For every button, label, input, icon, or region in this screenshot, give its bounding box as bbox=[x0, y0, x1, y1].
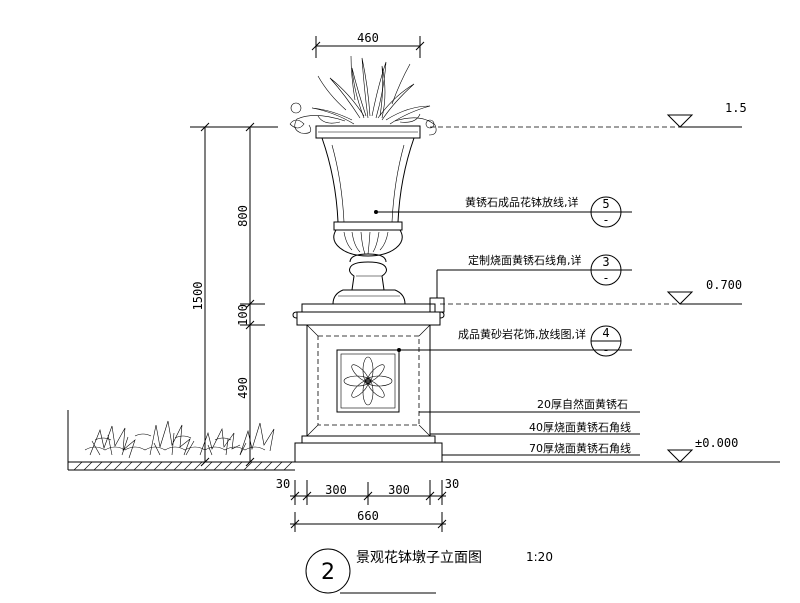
material-1-label: 20厚自然面黄锈石 bbox=[537, 397, 628, 411]
dim-margin-left-label: 30 bbox=[276, 477, 290, 491]
callout-3-num: 4 bbox=[602, 326, 609, 340]
dim-vase-label: 800 bbox=[236, 205, 250, 227]
elevation-marks: 1.5 0.700 ±0.000 bbox=[430, 101, 747, 463]
dim-panel-left-label: 300 bbox=[325, 483, 347, 497]
callout-2-num: 3 bbox=[602, 255, 609, 269]
callout-2: 定制烧面黄锈石线角,详 3 - bbox=[429, 253, 632, 313]
shrubs bbox=[84, 420, 275, 459]
elevation-top-label: 1.5 bbox=[725, 101, 747, 115]
title-text: 景观花钵墩子立面图 bbox=[356, 550, 482, 566]
vase bbox=[315, 125, 421, 305]
callout-1-text: 黄锈石成品花钵放线,详 bbox=[465, 195, 579, 209]
callout-3: 成品黄砂岩花饰,放线图,详 4 - bbox=[397, 325, 632, 357]
dim-base-width-label: 660 bbox=[357, 509, 379, 523]
dim-pedestal-label: 490 bbox=[236, 377, 250, 399]
dim-cap-label: 100 bbox=[236, 304, 250, 326]
dim-vertical: 1500 800 100 490 bbox=[190, 122, 278, 467]
material-labels: 20厚自然面黄锈石 40厚烧面黄锈石角线 70厚烧面黄锈石角线 bbox=[419, 397, 640, 456]
callout-1-sheet: - bbox=[602, 213, 609, 227]
callout-3-sheet: - bbox=[602, 343, 609, 357]
elevation-ground-label: ±0.000 bbox=[695, 436, 738, 450]
callout-1: 黄锈石成品花钵放线,详 5 - bbox=[374, 195, 632, 228]
dim-margin-right-label: 30 bbox=[445, 477, 459, 491]
material-3-label: 70厚烧面黄锈石角线 bbox=[529, 441, 631, 455]
title-number: 2 bbox=[321, 560, 335, 585]
dim-bottom: 30 300 300 30 660 bbox=[276, 477, 459, 532]
plant bbox=[289, 55, 437, 136]
callout-3-text: 成品黄砂岩花饰,放线图,详 bbox=[458, 327, 586, 341]
title-scale: 1:20 bbox=[526, 550, 553, 564]
flower-ornament bbox=[343, 356, 393, 406]
callout-1-num: 5 bbox=[602, 197, 609, 211]
dim-panel-right-label: 300 bbox=[388, 483, 410, 497]
drawing-title: 2 景观花钵墩子立面图 1:20 bbox=[305, 548, 553, 594]
dim-top: 460 bbox=[311, 31, 425, 58]
material-2-label: 40厚烧面黄锈石角线 bbox=[529, 420, 631, 434]
elevation-mid-label: 0.700 bbox=[706, 278, 742, 292]
callout-2-sheet: - bbox=[602, 271, 609, 285]
callout-2-text: 定制烧面黄锈石线角,详 bbox=[468, 253, 582, 267]
pedestal bbox=[292, 303, 445, 463]
dim-total-label: 1500 bbox=[191, 282, 205, 311]
dim-top-label: 460 bbox=[357, 31, 379, 45]
